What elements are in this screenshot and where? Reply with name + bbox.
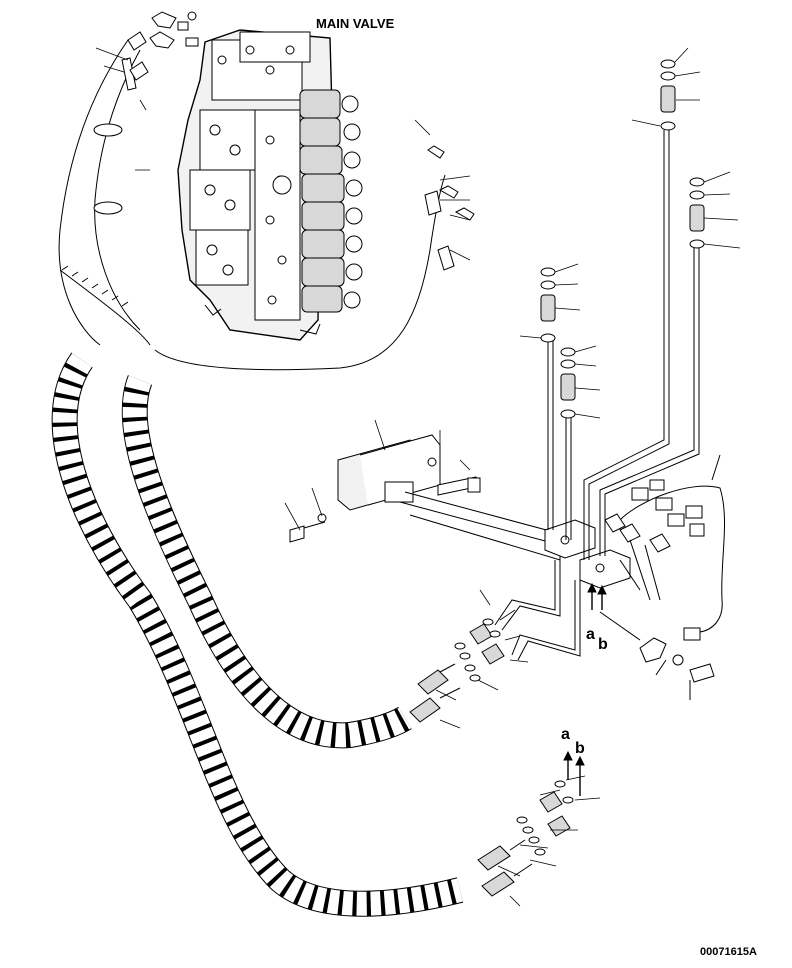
block-to-middle-pipes (495, 560, 580, 660)
upper-left-hoses (59, 32, 454, 370)
leader-lines-lower (436, 590, 600, 906)
wiring-harness (605, 455, 725, 640)
fitting-stack-4 (561, 348, 575, 418)
valve-top-fittings (150, 12, 474, 220)
fitting-stack-1 (661, 60, 675, 130)
spiral-wrapped-hose-left (65, 360, 460, 904)
fitting-stack-2 (690, 178, 704, 248)
lower-coupling-set (478, 781, 573, 896)
fitting-stack-3 (541, 268, 555, 342)
middle-coupling-set (410, 619, 504, 722)
mounting-bracket (338, 435, 630, 588)
drawing-number: 00071615A (700, 946, 757, 958)
main-valve-assembly (178, 30, 362, 340)
vertical-pipes (548, 130, 699, 560)
flow-arrows-upper (588, 584, 606, 610)
callout-b-lower: b (575, 740, 585, 757)
leader-lines (96, 48, 740, 530)
clamp-and-bolt (600, 612, 714, 700)
spiral-wrapped-hose-right (135, 380, 405, 735)
callout-b-upper: b (598, 636, 608, 653)
callout-a-upper: a (586, 626, 595, 643)
callout-a-lower: a (561, 726, 570, 743)
bracket-bolts (290, 458, 480, 542)
flow-arrows-lower (564, 752, 584, 796)
main-valve-label: MAIN VALVE (316, 16, 395, 31)
